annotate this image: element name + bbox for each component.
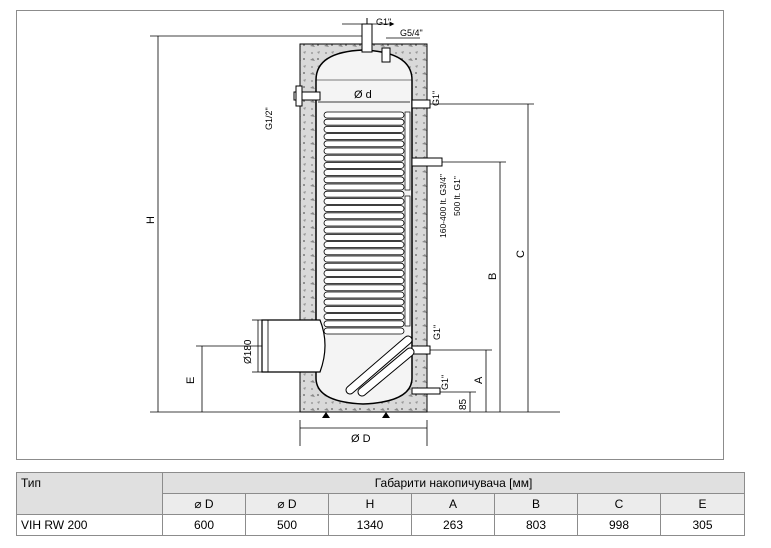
col-header-D-inner: ⌀ D [245,493,329,515]
coil-loop [323,197,405,205]
coil-loop [323,154,405,162]
lower-coil-segment [345,335,415,397]
coil-loop [323,320,405,328]
dimension-lines [150,35,534,446]
coil-loop [323,291,405,299]
coil-loop [323,262,405,270]
label-dim-A: A [473,376,485,384]
inspection-flange [261,319,326,373]
coil-loop [323,111,405,119]
label-flange: Ø180 [243,339,254,364]
side-fitting [293,85,321,107]
label-dim-H: H [145,216,157,224]
coil-loop [323,241,405,249]
cell-C: 998 [577,514,661,536]
label-bottom-g1-a: G1" [432,325,442,340]
coil-loop [323,212,405,220]
coil-loop [323,248,405,256]
coil-loop [323,219,405,227]
coil-loop [323,133,405,141]
coil-loop [323,327,405,335]
row-type: VIH RW 200 [16,514,163,536]
coil-loop [323,298,405,306]
label-dim-85: 85 [458,398,469,410]
cell-D-inner: 500 [245,514,329,536]
coil-loop [323,190,405,198]
label-top-inlet: G1" [376,17,391,27]
coil-loop [323,126,405,133]
coil-loop [323,118,405,126]
coil-loop [323,269,405,277]
col-header-C: C [577,493,661,515]
coil-loop [323,169,405,177]
col-header-B: B [494,493,578,515]
label-dim-E: E [185,377,197,384]
coil-loop [323,205,405,213]
cell-D-outer: 600 [162,514,246,536]
label-anode: G1" [431,91,441,106]
col-header-D-outer: ⌀ D [162,493,246,515]
cell-B: 803 [494,514,578,536]
label-spiral-size-1: 160-400 lt. G3/4" [438,174,448,238]
coil-loop [323,233,405,241]
cell-H: 1340 [328,514,412,536]
coil-loop [323,140,405,148]
col-header-A: A [411,493,495,515]
col-header-H: H [328,493,412,515]
coil-loop [323,226,405,234]
coil-loop [323,313,405,321]
inner-tube [404,111,411,327]
group-header: Габарити накопичувача [мм] [162,472,745,494]
top-connections [342,18,420,63]
coil-loop [323,255,405,263]
table-row: VIH RW 200 600 500 1340 263 803 998 305 [16,514,745,536]
cell-E: 305 [660,514,745,536]
label-bottom-g1-b: G1" [440,375,450,390]
coil-loop [323,277,405,285]
coil-loop [323,176,405,184]
label-dim-C: C [515,250,527,258]
tank-feet [322,412,390,418]
label-inner-diameter: Ø d [354,89,372,101]
coil-loop [323,147,405,155]
label-dim-B: B [487,273,499,280]
cell-A: 263 [411,514,495,536]
label-top-outlet: G5/4" [400,28,423,38]
label-side-left: G1/2" [264,107,274,130]
coil-loop [323,183,405,191]
col-header-E: E [660,493,745,515]
dimensions-table: Тип Габарити накопичувача [мм] ⌀ D ⌀ D H… [16,472,745,536]
coil-loop [323,305,405,313]
coil-loop [323,284,405,292]
type-header: Тип [16,472,163,515]
label-outer-diameter: Ø D [351,433,371,445]
heating-coil [323,111,405,335]
label-spiral-size-2: 500 lt. G1" [452,176,462,216]
coil-connections [411,99,443,395]
coil-loop [323,161,405,169]
